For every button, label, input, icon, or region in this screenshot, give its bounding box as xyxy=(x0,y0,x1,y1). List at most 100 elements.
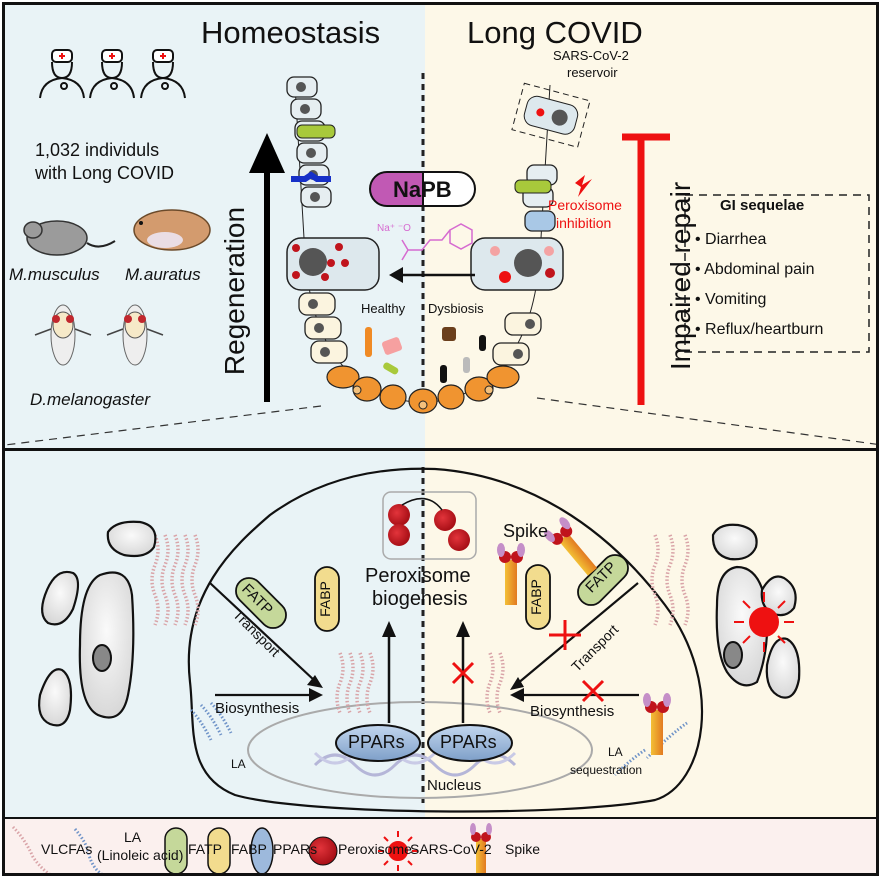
hamster-label: M.auratus xyxy=(125,265,201,284)
biosynthesis-right-label: Biosynthesis xyxy=(530,703,615,720)
vlcfa-chains-right-inside xyxy=(485,652,505,714)
napb-molecule xyxy=(401,223,473,261)
gi-sequelae-title: GI sequelae xyxy=(720,197,805,214)
legend-sars-cov-2-label: SARS-CoV-2 xyxy=(410,841,492,857)
regeneration-arrow xyxy=(249,133,285,402)
fabp-left xyxy=(314,566,340,632)
ppars-right-label: PPARs xyxy=(440,732,497,752)
fruit-fly-icon xyxy=(34,304,92,366)
peroxisome-box xyxy=(382,491,477,560)
nucleus-label: Nucleus xyxy=(427,777,482,794)
biosynthesis-left-label: Biosynthesis xyxy=(215,700,300,717)
cohort-label-line2: with Long COVID xyxy=(35,163,175,183)
dna-strand xyxy=(313,753,517,777)
sars-cov-2-legend-icon xyxy=(378,831,418,871)
peroxisome xyxy=(448,529,470,551)
napb-pill xyxy=(369,171,476,207)
mouse-icon xyxy=(23,220,116,256)
cell-membrane xyxy=(187,467,704,813)
peroxisome-inhibition-line1: Peroxisome xyxy=(548,197,622,213)
impaired-repair-inhibition-bar xyxy=(622,133,670,405)
legend-peroxisome-label: Peroxisome xyxy=(338,841,412,857)
doctor-icon xyxy=(140,49,186,99)
peroxisome-biogenesis-line2: biogenesis xyxy=(372,588,468,610)
dysbiosis-label: Dysbiosis xyxy=(428,301,484,316)
fly-label: D.melanogaster xyxy=(30,390,151,409)
zoom-guide-line-right xyxy=(536,397,876,445)
reservoir-label-line2: reservoir xyxy=(567,65,618,80)
ppars-legend-icon xyxy=(250,827,274,873)
nucleus-outline xyxy=(247,701,593,799)
legend-vlcfa-label: VLCFAs xyxy=(41,841,93,857)
healthy-label: Healthy xyxy=(361,301,406,316)
legend-ppars-label: PPARs xyxy=(273,841,318,857)
impaired-repair-label: Impaired repair xyxy=(665,181,696,371)
la-seq-label-line2: sequestration xyxy=(570,763,643,777)
legend-la-label-line1: LA xyxy=(124,829,142,845)
zoom-guide-line-left xyxy=(5,405,322,446)
diagram-canvas xyxy=(5,49,876,873)
napb-to-cell-arrow xyxy=(389,267,475,283)
peroxisome-dividing xyxy=(388,504,410,546)
ppars-right xyxy=(427,724,513,762)
spike-protein xyxy=(497,543,525,605)
vlcfa-legend-icon xyxy=(11,825,51,873)
gi-item-reflux: Reflux/heartburn xyxy=(705,321,824,338)
la-label-left: LA xyxy=(231,757,246,771)
la-chains-right-sequestered xyxy=(613,721,688,777)
transport-block-icon xyxy=(549,620,581,650)
legend-spike-label: Spike xyxy=(505,841,541,857)
homeostasis-panel-bg xyxy=(5,5,425,817)
gi-sequelae-item: • Abdominal pain xyxy=(695,261,815,278)
spike-protein-la-sequestration xyxy=(643,693,671,755)
reservoir-label-line1: SARS-CoV-2 xyxy=(553,48,629,63)
peroxisome xyxy=(434,509,456,531)
fruit-fly-icon xyxy=(106,304,164,366)
gi-item-abdominal-pain: Abdominal pain xyxy=(704,261,815,278)
fabp-left-label: FABP xyxy=(316,581,333,617)
homeostasis-title: Homeostasis xyxy=(201,15,381,50)
peroxisome-inhibition-line2: inhibition xyxy=(556,215,612,231)
spike-label: Spike xyxy=(503,521,549,541)
la-seq-label-line1: LA xyxy=(608,745,623,759)
ppars-left xyxy=(335,724,421,762)
gi-item-diarrhea: Diarrhea xyxy=(705,231,767,248)
gi-sequelae-item: • Diarrhea xyxy=(695,231,767,248)
gi-item-vomiting: Vomiting xyxy=(705,291,767,308)
fabp-legend-icon xyxy=(207,827,231,873)
doctor-icon xyxy=(39,49,85,99)
fission-arrow xyxy=(401,497,443,511)
la-chains-left xyxy=(189,701,233,741)
neighbor-cells-left xyxy=(38,520,157,727)
ppars-left-label: PPARs xyxy=(348,732,405,752)
legend-fatp-label: FATP xyxy=(188,841,222,857)
vlcfa-chains-right-outside xyxy=(650,534,690,626)
gi-sequelae-item: • Reflux/heartburn xyxy=(695,321,824,338)
gi-sequelae-box xyxy=(684,194,870,353)
spike-protein-on-fatp xyxy=(544,517,598,576)
sars-cov-2-virus xyxy=(734,592,794,652)
peroxisome-legend-icon xyxy=(308,836,338,866)
fabp-right xyxy=(525,564,551,630)
fatp-legend-icon xyxy=(164,827,188,873)
doctor-icon xyxy=(89,49,135,99)
napb-ion-label: Na⁺ ⁻O xyxy=(377,223,411,234)
fabp-right-label: FABP xyxy=(527,579,544,615)
gi-sequelae-item: • Vomiting xyxy=(695,291,767,308)
legend-bar xyxy=(5,817,876,873)
panel-divider xyxy=(5,448,876,451)
legend-icons xyxy=(11,823,492,873)
transport-arrow-left xyxy=(209,582,316,682)
spike-legend-icon xyxy=(470,823,492,873)
block-x-icon xyxy=(451,661,475,685)
fatp-right xyxy=(577,554,629,606)
hamster-icon xyxy=(133,209,211,251)
doctor-icon-group xyxy=(39,49,186,99)
intestinal-crypt xyxy=(286,76,592,414)
biosynthesis-block-icon xyxy=(581,679,605,703)
legend-la-label-line2: (Linoleic acid) xyxy=(97,847,184,863)
vlcfa-chains-left-outside xyxy=(150,534,200,626)
fatp-left xyxy=(235,577,287,629)
long-covid-title: Long COVID xyxy=(467,15,643,50)
